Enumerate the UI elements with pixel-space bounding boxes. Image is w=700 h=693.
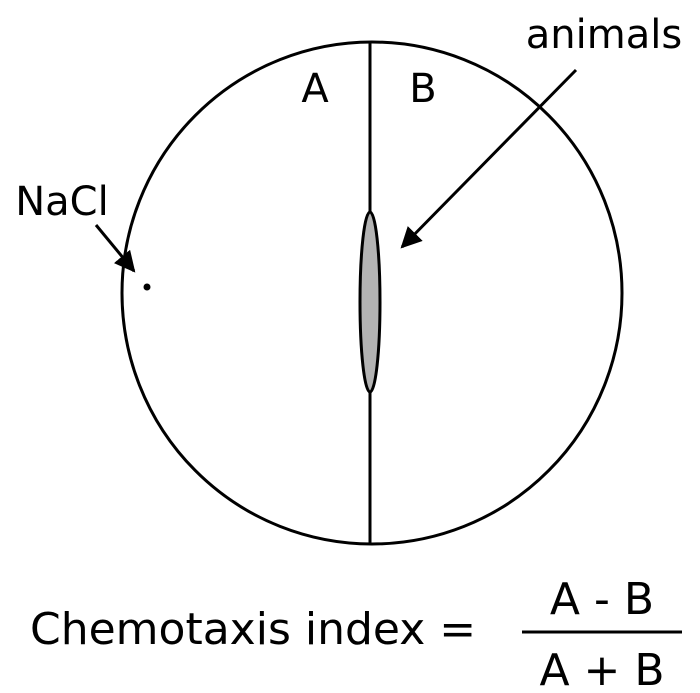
petri-plate	[120, 40, 624, 546]
formula-denominator: A + B	[539, 645, 664, 693]
animals-label: animals	[526, 12, 682, 58]
nacl-arrow	[94, 224, 136, 273]
nacl-dot	[143, 283, 151, 291]
region-b-label: B	[409, 66, 436, 112]
nacl-label: NaCl	[15, 179, 108, 225]
animals-spot	[358, 210, 382, 394]
formula-lhs: Chemotaxis index =	[30, 604, 476, 655]
formula-numerator: A - B	[550, 574, 654, 625]
animals-arrow	[400, 68, 578, 249]
region-a-label: A	[301, 66, 329, 112]
